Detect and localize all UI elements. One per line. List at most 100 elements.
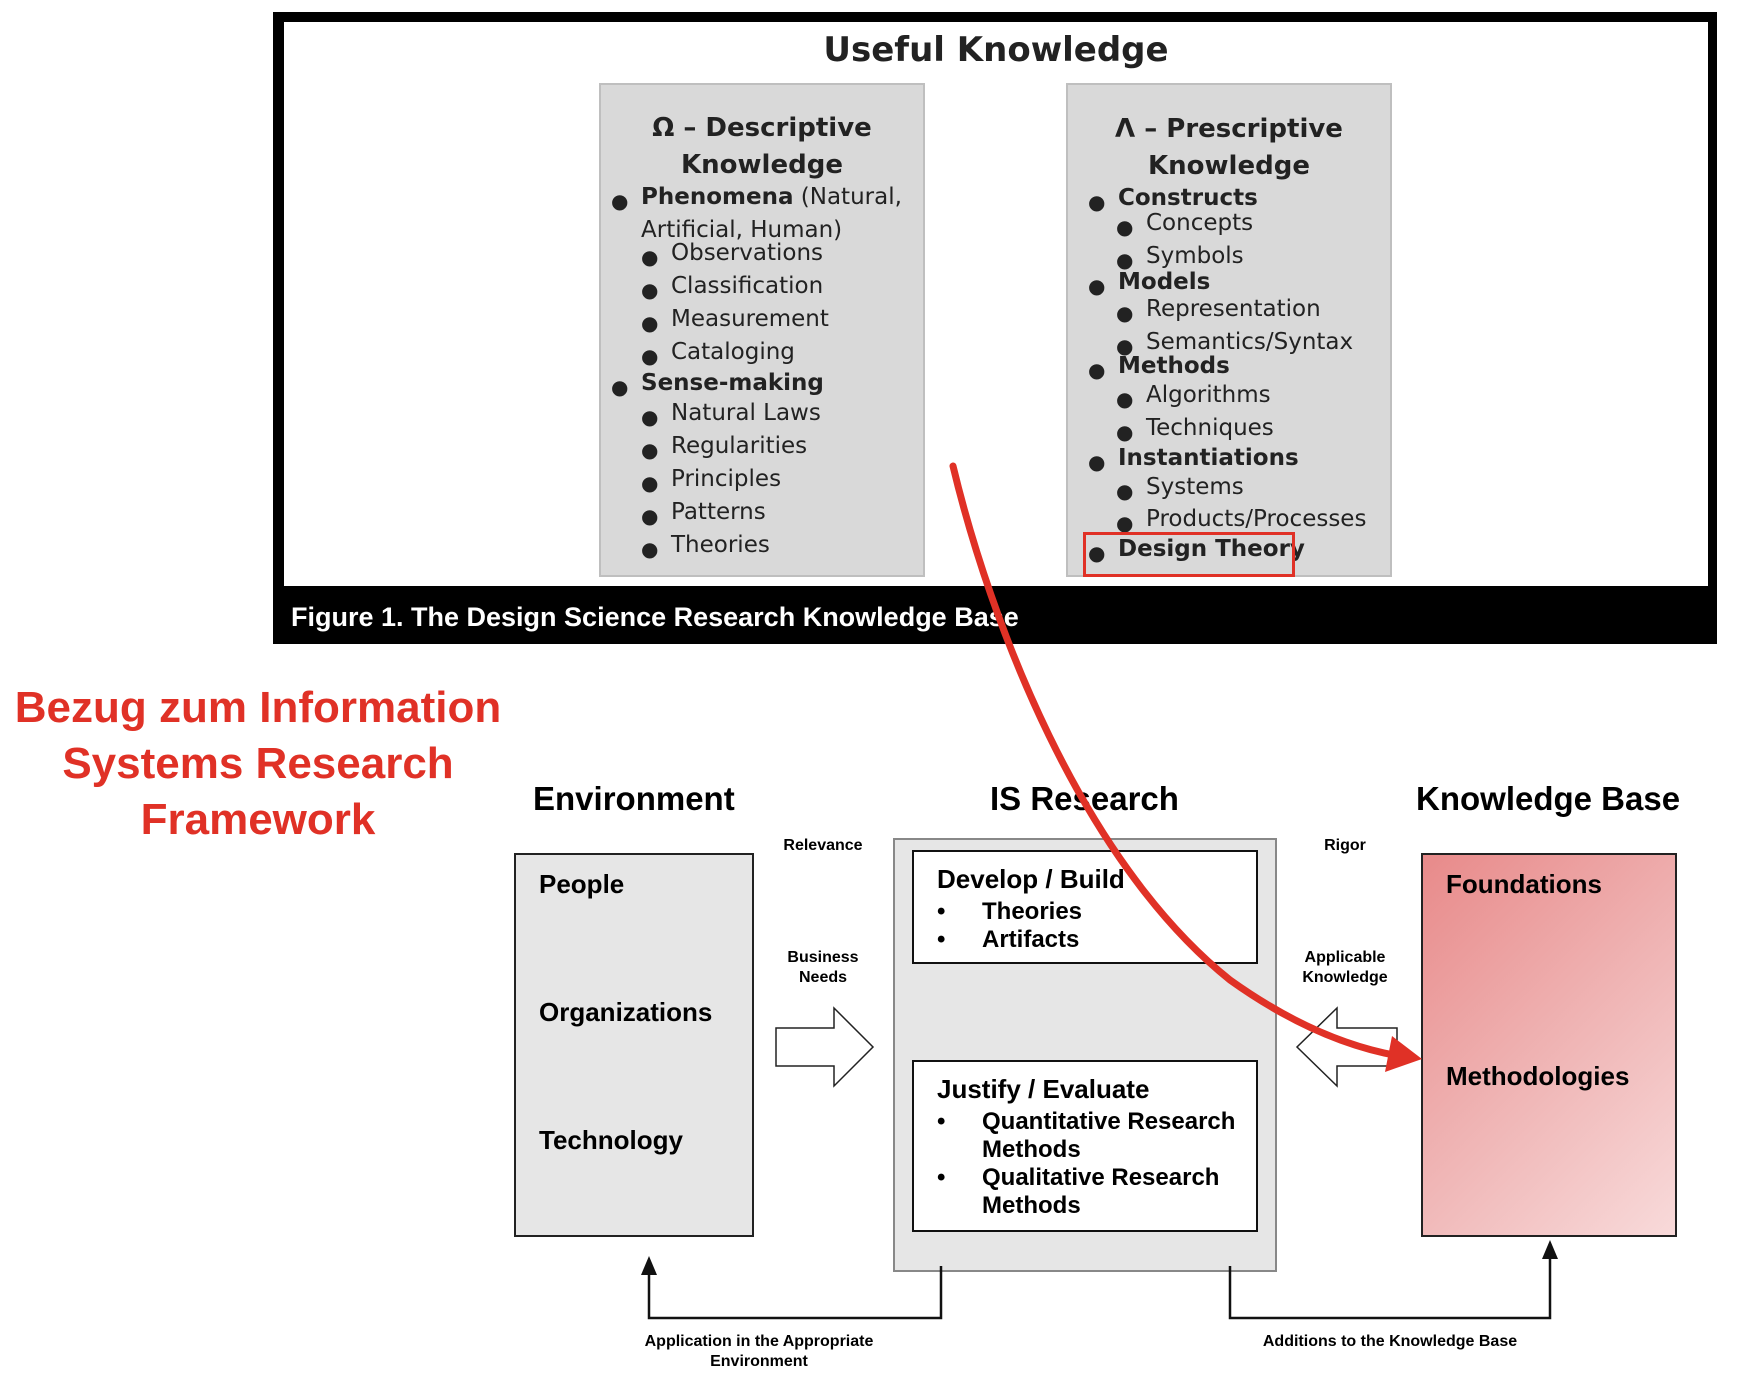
develop-build-item: Artifacts: [982, 926, 1080, 953]
bullet-icon: •: [937, 926, 946, 953]
instantiations-item: Systems: [1146, 474, 1244, 500]
develop-build-title: Develop / Build: [937, 864, 1125, 894]
additions-label: Additions to the Knowledge Base: [1262, 1333, 1518, 1350]
instantiations-item: Products/Processes: [1146, 506, 1367, 532]
environment-title: Environment: [533, 780, 735, 817]
bullet-icon: ●: [641, 311, 659, 335]
models-item: Semantics/Syntax: [1146, 329, 1354, 355]
environment-item: Organizations: [539, 997, 713, 1027]
applicable-knowledge-label: Applicable Knowledge: [1285, 948, 1405, 988]
sensemaking-item: Theories: [671, 532, 770, 558]
prescriptive-title-line2: Knowledge: [1148, 151, 1310, 181]
figure1-canvas: [284, 22, 1708, 586]
develop-build-box: Develop / Build • Theories • Artifacts: [912, 850, 1258, 964]
environment-box: People Organizations Technology: [514, 853, 754, 1237]
up-arrowhead-icon: [1542, 1240, 1558, 1259]
methods-label: Methods: [1118, 353, 1230, 379]
bullet-icon: ●: [1116, 420, 1134, 444]
bullet-icon: ●: [641, 438, 659, 462]
figure1-title: Useful Knowledge: [823, 30, 1169, 70]
bullet-icon: •: [937, 898, 946, 925]
phenomena-detail: (Natural,: [793, 184, 902, 210]
application-label: Application in the Appropriate Environme…: [609, 1332, 909, 1372]
justify-item-line: Methods: [982, 1136, 1081, 1163]
rigor-label: Rigor: [1324, 837, 1366, 854]
environment-item: People: [539, 869, 625, 899]
environment-item: Technology: [539, 1125, 683, 1155]
sensemaking-item: Patterns: [671, 499, 766, 525]
applicable-knowledge-line: Applicable: [1304, 949, 1386, 966]
bullet-icon: •: [937, 1164, 946, 1191]
application-line: Application in the Appropriate: [644, 1333, 874, 1350]
bullet-icon: ●: [641, 245, 659, 269]
bullet-icon: ●: [1116, 511, 1134, 535]
constructs-item: Concepts: [1146, 210, 1254, 236]
sensemaking-item: Principles: [671, 466, 782, 492]
bullet-icon: ●: [641, 344, 659, 368]
business-needs-line: Needs: [798, 969, 848, 986]
descriptive-title-line1: Ω – Descriptive: [652, 113, 872, 143]
business-needs-line: Business: [787, 949, 859, 966]
knowledge-base-box: Foundations Methodologies: [1421, 853, 1677, 1237]
reference-heading-line: Bezug zum Information: [14, 683, 502, 732]
descriptive-knowledge-box: Ω – Descriptive Knowledge ● Phenomena (N…: [599, 83, 925, 577]
applicable-knowledge-line: Knowledge: [1302, 969, 1388, 986]
bullet-icon: ●: [1116, 215, 1134, 239]
design-theory-highlight: [1083, 532, 1295, 577]
phenomena-label: Phenomena: [641, 184, 794, 210]
applicable-knowledge-arrow: [1295, 1006, 1398, 1088]
bullet-icon: ●: [641, 471, 659, 495]
sensemaking-item: Regularities: [671, 433, 808, 459]
methods-item: Algorithms: [1146, 382, 1271, 408]
justify-evaluate-box: Justify / Evaluate • Quantitative Resear…: [912, 1060, 1258, 1232]
business-needs-arrow: [775, 1006, 875, 1088]
models-label: Models: [1118, 269, 1211, 295]
bullet-icon: ●: [1116, 334, 1134, 358]
reference-heading-line: Framework: [140, 795, 376, 844]
additions-connector: [1228, 1252, 1552, 1320]
knowledge-base-item: Methodologies: [1446, 1061, 1630, 1091]
red-arrowhead-icon: [1385, 1036, 1422, 1072]
bullet-icon: ●: [1088, 190, 1106, 214]
up-arrowhead-icon: [641, 1256, 657, 1275]
phenomena-item: Measurement: [671, 306, 829, 332]
relevance-label: Relevance: [783, 837, 863, 854]
application-connector: [647, 1266, 943, 1320]
bullet-icon: ●: [1116, 301, 1134, 325]
bullet-icon: ●: [1116, 248, 1134, 272]
bullet-icon: ●: [1088, 541, 1106, 565]
bullet-icon: ●: [1116, 479, 1134, 503]
justify-evaluate-title: Justify / Evaluate: [937, 1074, 1150, 1104]
bullet-icon: ●: [1088, 358, 1106, 382]
sensemaking-label: Sense-making: [641, 370, 824, 396]
bullet-icon: ●: [641, 537, 659, 561]
phenomena-line: Phenomena (Natural,: [641, 184, 902, 210]
prescriptive-title-line1: Λ – Prescriptive: [1115, 114, 1343, 144]
constructs-label: Constructs: [1118, 185, 1258, 211]
justify-item-line: Methods: [982, 1192, 1081, 1219]
reference-heading-line: Systems Research: [62, 739, 454, 788]
bullet-icon: •: [937, 1108, 946, 1135]
justify-item-line: Quantitative Research: [982, 1108, 1236, 1135]
bullet-icon: ●: [611, 189, 629, 213]
bullet-icon: ●: [1116, 387, 1134, 411]
knowledge-base-item: Foundations: [1446, 869, 1602, 899]
sensemaking-item: Natural Laws: [671, 400, 821, 426]
instantiations-label: Instantiations: [1118, 445, 1299, 471]
figure1-caption: Figure 1. The Design Science Research Kn…: [291, 602, 1019, 632]
design-theory-curved-arrow: [949, 462, 1409, 1061]
application-line: Environment: [710, 1353, 808, 1370]
justify-item-line: Qualitative Research: [982, 1164, 1220, 1191]
prescriptive-knowledge-box: Λ – Prescriptive Knowledge ● Constructs …: [1066, 83, 1392, 577]
bullet-icon: ●: [641, 405, 659, 429]
phenomena-detail-line2: Artificial, Human): [641, 217, 843, 243]
phenomena-item: Observations: [671, 240, 824, 266]
constructs-item: Symbols: [1146, 243, 1244, 269]
bullet-icon: ●: [641, 504, 659, 528]
descriptive-title-line2: Knowledge: [681, 150, 843, 180]
methods-item: Techniques: [1146, 415, 1274, 441]
phenomena-item: Cataloging: [671, 339, 795, 365]
bullet-icon: ●: [641, 278, 659, 302]
bullet-icon: ●: [1088, 274, 1106, 298]
